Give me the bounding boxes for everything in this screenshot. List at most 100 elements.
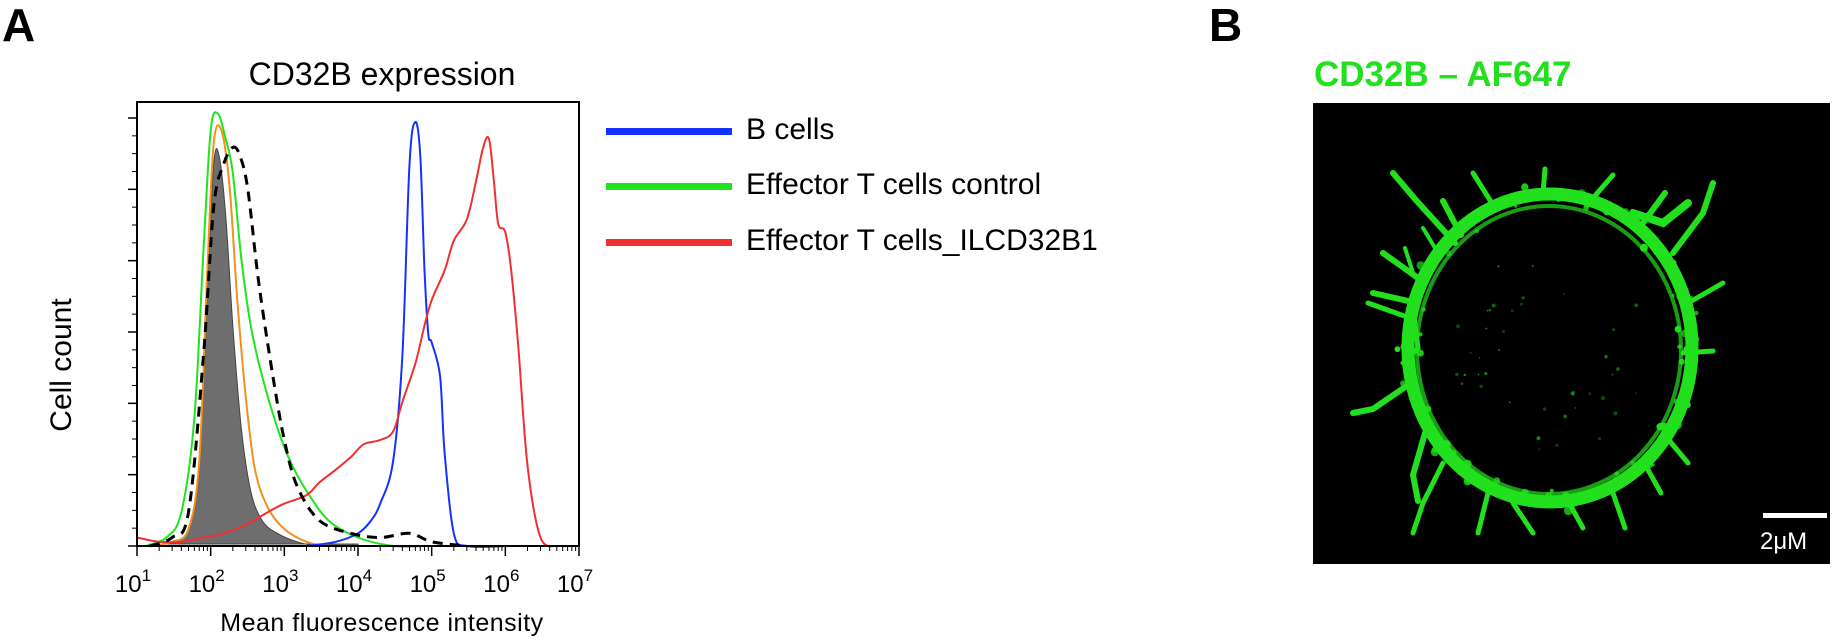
speckle [1538,448,1541,450]
legend-item-effector-control: Effector T cells control [606,168,1306,202]
speckle [1497,348,1501,352]
membrane-speckle [1653,250,1658,255]
membrane-speckle [1694,310,1699,316]
speckle [1519,302,1523,306]
membrane-speckle [1662,424,1670,432]
membrane-speckle [1691,325,1697,331]
histogram-green [145,111,425,548]
membrane-speckle [1477,480,1482,485]
membrane-speckle [1686,372,1693,379]
membrane-speckle [1603,207,1611,216]
panel-b-label: B [1209,0,1243,51]
speckle [1460,382,1464,385]
x-tick-label: 106 [483,566,519,598]
membrane-speckle [1657,435,1663,441]
protrusion [1350,380,1414,416]
x-tick-label: 104 [336,566,372,598]
membrane-speckle [1564,506,1573,516]
speckle [1455,372,1459,376]
speckle [1573,390,1576,393]
speckle [1491,303,1496,308]
speckle [1479,384,1483,388]
membrane-speckle [1400,342,1409,351]
membrane-speckle [1622,208,1629,215]
membrane-speckle [1614,471,1619,477]
x-tick-label: 101 [115,566,151,598]
speckle [1563,293,1565,296]
x-tick-label: 105 [410,566,446,598]
membrane-speckle [1431,261,1436,266]
membrane-speckle [1521,183,1529,191]
speckle [1488,309,1492,312]
membrane-speckle [1493,477,1501,485]
plot-frame [136,101,580,547]
speckle [1611,373,1614,376]
histogram-orange [149,124,359,548]
protrusion [1390,170,1464,246]
speckle [1485,327,1488,330]
speckle [1511,309,1514,313]
fluorescence-micrograph [1313,103,1830,564]
speckle [1484,372,1488,376]
speckle [1616,367,1620,371]
membrane-speckle [1418,332,1423,337]
membrane-speckle [1556,502,1562,508]
membrane-speckle [1545,492,1553,499]
membrane-speckle [1639,243,1648,252]
membrane-speckle [1577,189,1586,197]
legend-swatch-effector-control [606,183,732,190]
histogram-dashed-black [149,145,467,548]
membrane-speckle [1681,329,1690,338]
y-axis-label: Cell count [45,298,78,432]
membrane-speckle [1425,405,1432,413]
membrane-speckle [1540,190,1548,197]
membrane-speckle [1451,449,1457,455]
membrane-speckle [1630,460,1636,466]
membrane-speckle [1471,210,1479,219]
membrane-speckle [1407,374,1412,379]
membrane-speckle [1408,318,1417,327]
membrane-speckle [1671,293,1675,298]
speckle [1570,391,1575,396]
membrane-speckle [1651,243,1659,251]
speckle [1588,392,1592,396]
membrane-speckle [1672,270,1678,277]
legend-item-b-cells: B cells [606,113,1306,147]
legend-label-effector-ilcd32b1: Effector T cells_ILCD32B1 [746,224,1098,257]
speckle [1613,411,1618,416]
legend-swatch-b-cells [606,128,732,135]
membrane-speckle [1508,193,1514,199]
protrusion [1565,490,1628,531]
speckle [1635,392,1637,395]
cell-membrane-stain [1350,166,1726,536]
membrane-speckle [1677,344,1682,349]
legend-swatch-effector-ilcd32b1 [606,239,732,246]
membrane-speckle [1549,488,1554,493]
membrane-speckle [1416,261,1425,270]
speckle [1486,309,1489,312]
membrane-speckle [1412,295,1418,301]
membrane-speckle [1674,398,1681,405]
protrusion [1475,490,1536,536]
speckle [1542,407,1547,411]
membrane-speckle [1583,205,1589,211]
micrograph-title: CD32B – AF647 [1314,55,1572,94]
membrane-speckle [1430,429,1436,436]
micrograph-image [1350,166,1726,536]
membrane-speckle [1555,194,1563,202]
histogram-blue [306,120,506,548]
membrane-speckle [1673,420,1682,430]
protrusion [1629,199,1692,228]
protrusion [1370,250,1428,306]
histogram-filled-gray [149,147,359,547]
membrane-speckle [1434,441,1443,450]
x-tick-label: 102 [189,566,225,598]
protrusion [1470,166,1616,208]
speckle [1604,354,1608,359]
speckle [1536,436,1541,441]
membrane-speckle [1421,307,1426,312]
membrane-speckle [1571,502,1576,508]
membrane-speckle [1659,249,1667,257]
membrane-speckle [1676,293,1684,301]
speckle [1612,328,1615,331]
